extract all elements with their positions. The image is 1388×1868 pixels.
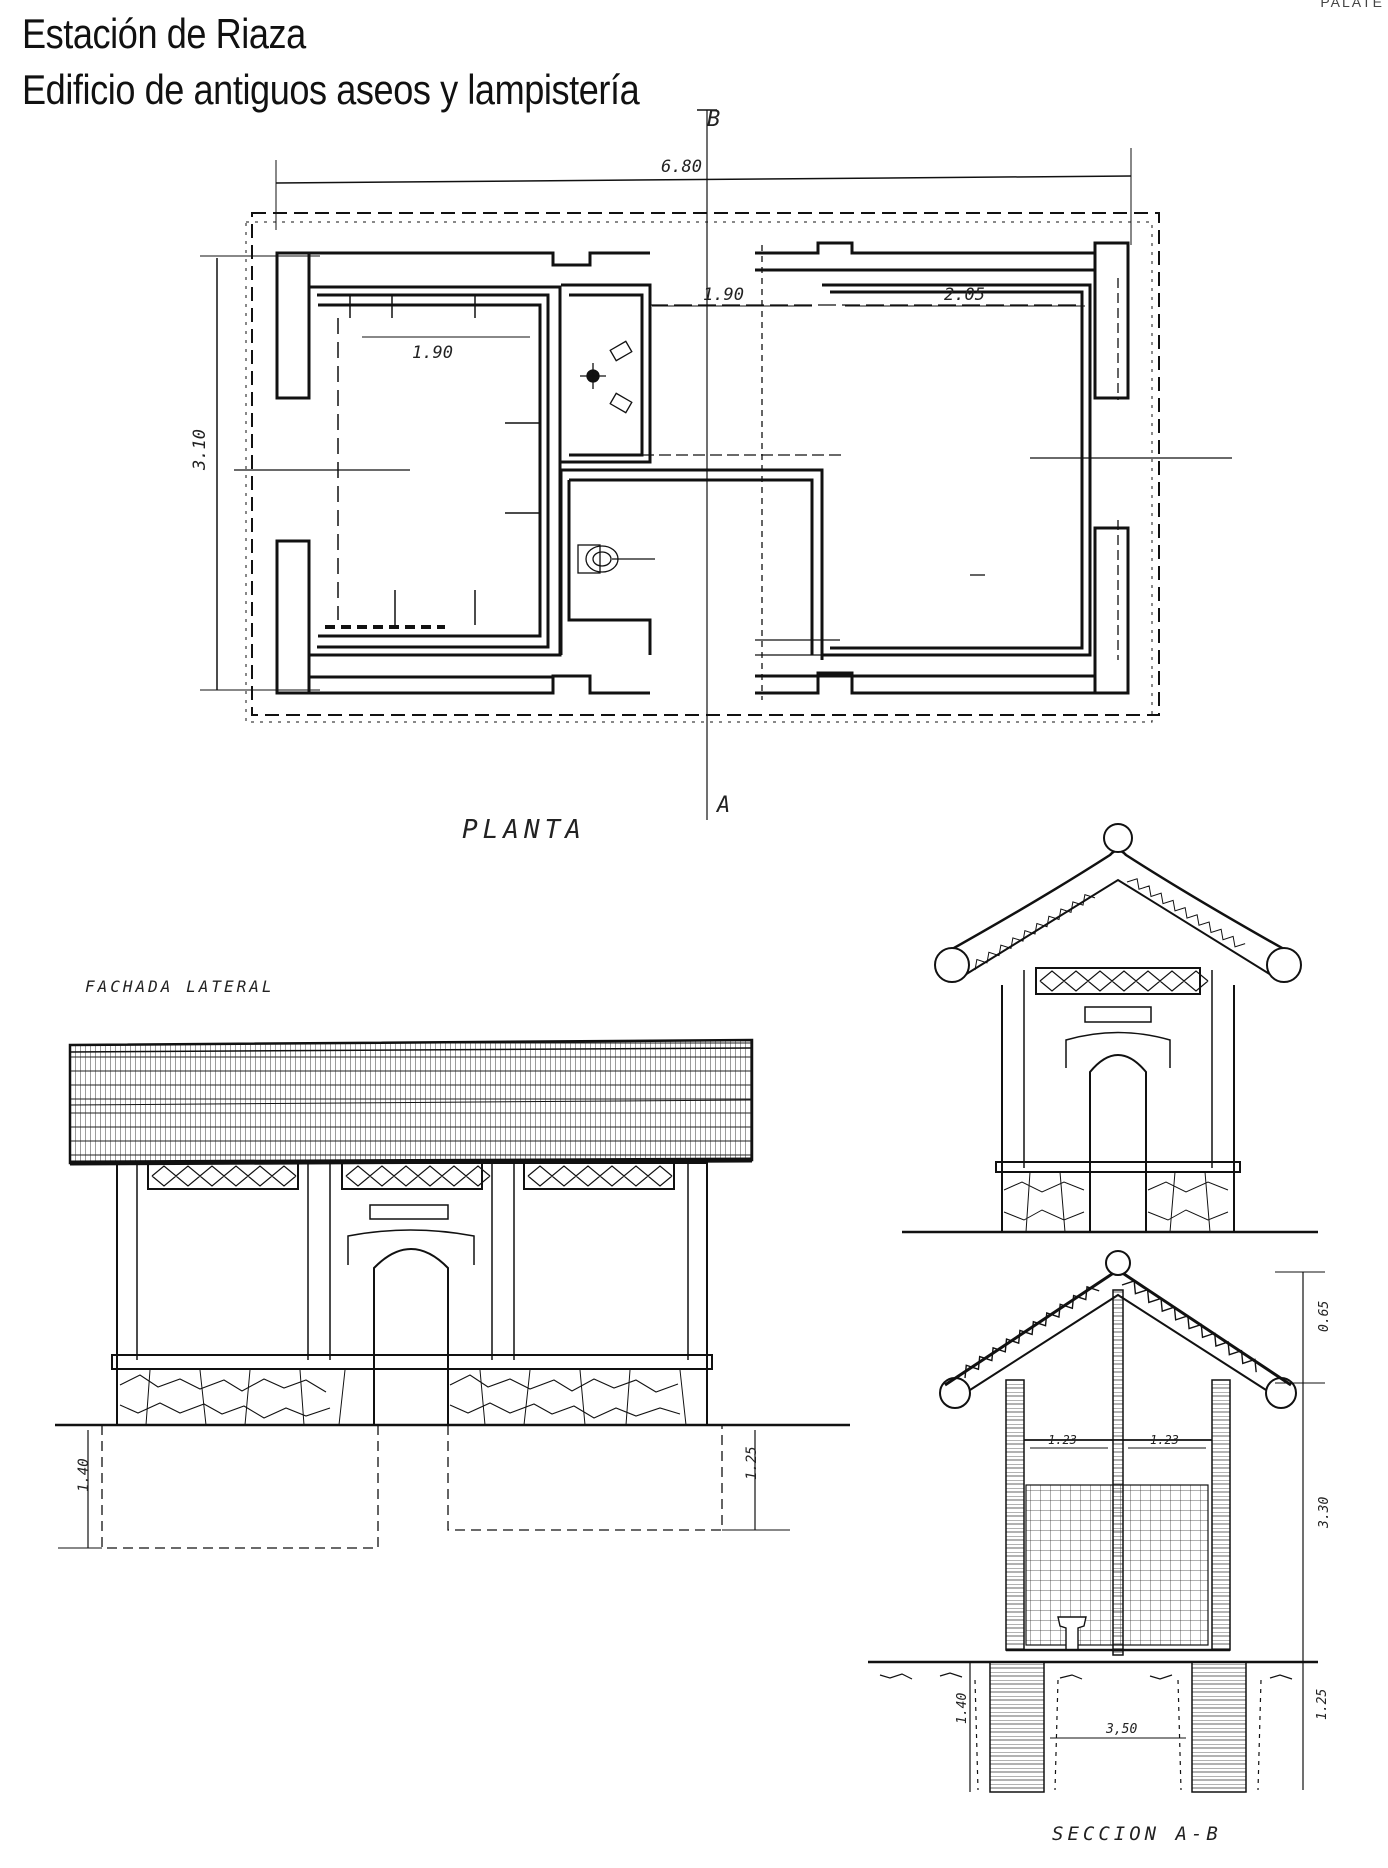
side-wall — [116, 1162, 708, 1426]
side-elevation — [55, 1038, 850, 1549]
section-wall-right — [1211, 1379, 1231, 1651]
side-vent-center — [341, 1162, 483, 1190]
plan-eaves-outline — [251, 212, 1160, 716]
dim-left-room: 1.90 — [412, 343, 453, 363]
side-foundation-left — [101, 1425, 379, 1549]
section-roof-roll-left — [939, 1377, 971, 1409]
front-roof-roll-left — [934, 947, 970, 983]
front-roof-roll-right — [1266, 947, 1302, 983]
side-stone-base-right — [447, 1368, 708, 1426]
plan-eaves-inner — [245, 221, 1153, 723]
side-plinth-cap — [111, 1354, 713, 1370]
front-plinth-cap — [995, 1161, 1241, 1173]
section-wall-left — [1005, 1379, 1025, 1651]
side-dim-right-foundation: 1.25 — [744, 1446, 760, 1480]
section-foundation-left — [989, 1661, 1045, 1793]
section-roof-roll-right — [1265, 1377, 1297, 1409]
corner-fragment: PALATE — [1320, 0, 1384, 10]
section-dim-width: 3,50 — [1105, 1722, 1137, 1737]
front-vent — [1035, 967, 1201, 995]
floor-plan — [200, 109, 1232, 820]
section-label: SECCION A-B — [1052, 1823, 1222, 1845]
front-door-plaque — [1084, 1006, 1152, 1023]
dim-right-room: 2.05 — [944, 285, 985, 305]
section-roof-finial — [1105, 1250, 1131, 1276]
side-vent-left — [147, 1162, 299, 1190]
section-dim-left-half: 1.23 — [1048, 1433, 1077, 1447]
side-door-arch-trim — [347, 1229, 475, 1265]
side-elevation-label: FACHADA LATERAL — [85, 977, 275, 996]
side-vent-right — [523, 1162, 675, 1190]
left-room-fittings — [325, 295, 540, 629]
section-dim-height: 3.30 — [1317, 1497, 1332, 1529]
side-door — [373, 1248, 449, 1425]
front-roof-finial — [1103, 823, 1133, 853]
side-door-plaque — [369, 1204, 449, 1220]
center-cubicles — [559, 283, 824, 660]
page-title: Estación de Riaza — [22, 10, 306, 57]
front-elevation — [902, 823, 1318, 1234]
side-foundation-right — [447, 1425, 723, 1531]
front-stone-base-left — [1001, 1171, 1091, 1233]
section-marker-b: B — [707, 107, 720, 132]
section-view — [868, 1250, 1325, 1793]
title-block: Estación de Riaza Edificio de antiguos a… — [22, 6, 740, 118]
center-fittings — [577, 304, 1080, 574]
dim-total-width: 6.80 — [661, 157, 702, 177]
side-dim-left-foundation: 1.40 — [76, 1458, 92, 1492]
dim-center: 1.90 — [703, 285, 744, 305]
side-roof — [68, 1038, 754, 1165]
section-dim-left-foundation: 1.40 — [955, 1693, 970, 1724]
front-stone-base-right — [1145, 1171, 1235, 1233]
front-door-arch-trim — [1065, 1031, 1171, 1068]
plan-label: PLANTA — [462, 815, 586, 845]
dim-line-total-width — [275, 175, 1132, 184]
section-dim-roof: 0.65 — [1317, 1301, 1332, 1332]
section-dim-right-half: 1.23 — [1150, 1433, 1179, 1447]
section-marker-a: A — [715, 793, 730, 818]
section-foundation-right — [1191, 1661, 1247, 1793]
dim-depth: 3.10 — [190, 429, 210, 471]
section-dim-right-foundation: 1.25 — [1315, 1689, 1330, 1720]
right-room-walls — [755, 241, 1130, 695]
right-room-fittings — [755, 245, 1232, 700]
page-subtitle: Edificio de antiguos aseos y lampistería — [22, 66, 640, 113]
section-partition — [1112, 1289, 1124, 1656]
front-door — [1089, 1054, 1147, 1232]
